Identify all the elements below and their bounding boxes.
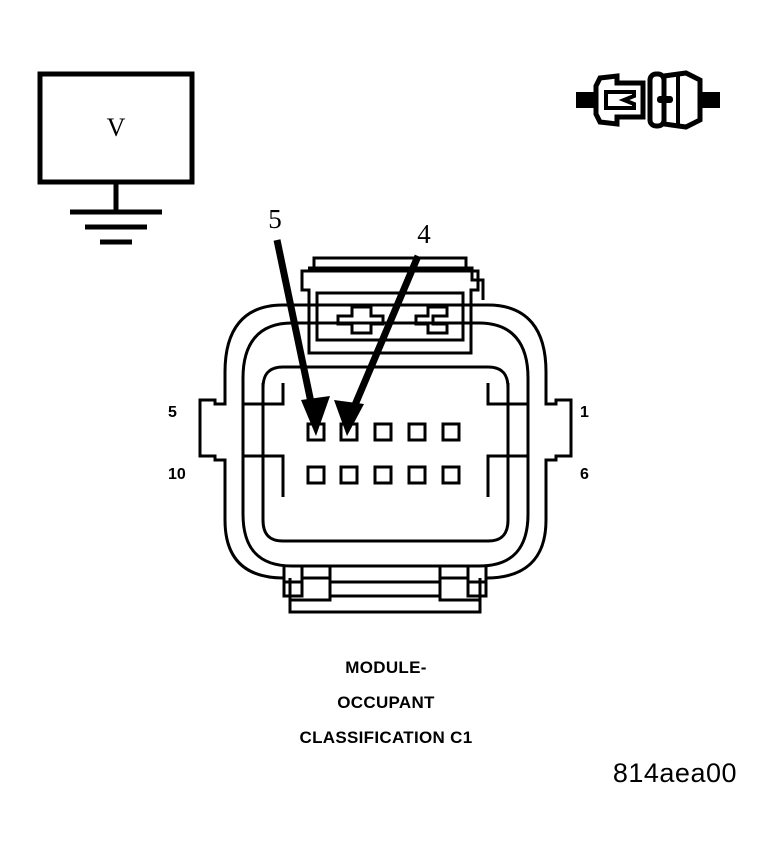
callout-5-label: 5 xyxy=(268,204,282,234)
connector-left-tab-outline xyxy=(241,383,265,497)
caption-line-2: OCCUPANT xyxy=(337,693,435,712)
connector-caption: MODULE- OCCUPANT CLASSIFICATION C1 xyxy=(300,658,473,747)
caption-line-1: MODULE- xyxy=(345,658,426,677)
callout-5-leader-line xyxy=(273,239,317,413)
connector-icon-blade-slot xyxy=(604,90,636,110)
connector-bottom-skirt xyxy=(288,578,482,602)
connector-outer-shell xyxy=(198,303,573,598)
cavity-pin-8 xyxy=(373,465,393,485)
connector-right-tab-outline xyxy=(506,383,530,497)
latch-left-tab xyxy=(336,305,385,335)
callout-arrows: 5 4 xyxy=(268,204,431,436)
connector-middle-ring xyxy=(241,321,530,568)
ground-symbol xyxy=(70,182,162,245)
connector-cavities xyxy=(306,422,461,485)
callout-5-arrowhead xyxy=(301,396,330,436)
connector-bottom-base-bar xyxy=(288,600,482,614)
pin-number-bottom-left: 10 xyxy=(168,466,186,483)
latch-right-tab xyxy=(414,305,449,335)
connector-icon-right-wire xyxy=(700,92,720,108)
pin-number-top-left: 5 xyxy=(168,404,177,421)
connector-icon-center-slot xyxy=(657,96,673,103)
connector-inner-cavity-block xyxy=(261,365,510,543)
pin-number-top-right: 1 xyxy=(580,404,589,421)
callout-4-label: 4 xyxy=(417,219,431,249)
cavity-pin-10 xyxy=(306,465,326,485)
cavity-pin-9 xyxy=(339,465,359,485)
connector-icon-female-body xyxy=(661,70,703,130)
cavity-pin-1 xyxy=(441,422,461,442)
cavity-pin-6 xyxy=(441,465,461,485)
pin-number-bottom-right: 6 xyxy=(580,466,589,483)
callout-4-arrowhead xyxy=(334,400,364,436)
figure-id-code: 814aea00 xyxy=(613,758,737,788)
callout-4-leader-line xyxy=(348,254,422,414)
connector-right-side-tab xyxy=(486,383,510,497)
connector-icon-male-housing xyxy=(593,73,646,127)
cavity-pin-7 xyxy=(407,465,427,485)
inline-connector-icon xyxy=(576,70,720,130)
cavity-pin-2 xyxy=(407,422,427,442)
cavity-pin-3 xyxy=(373,422,393,442)
connector-icon-left-wire xyxy=(576,92,596,108)
connector-left-side-tab xyxy=(261,383,285,497)
connector-bottom-feet xyxy=(282,566,488,584)
voltmeter-symbol: V xyxy=(107,113,126,142)
connector-face-group: 5 10 1 6 xyxy=(168,256,589,614)
latch-outer-shoulder xyxy=(308,266,485,300)
caption-line-3: CLASSIFICATION C1 xyxy=(300,728,473,747)
voltmeter-group: V xyxy=(37,71,195,245)
